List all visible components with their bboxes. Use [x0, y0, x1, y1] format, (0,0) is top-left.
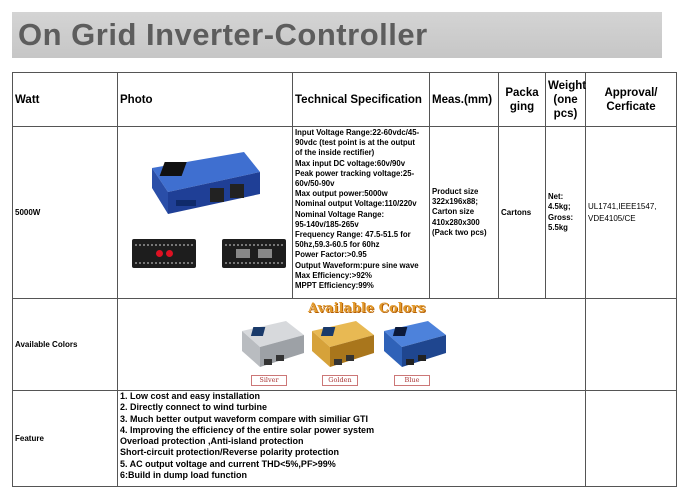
- watt-cell: 5000W: [12, 126, 118, 299]
- spec-line: MPPT Efficiency:99%: [295, 281, 374, 291]
- weight-line: 4.5kg;: [548, 202, 571, 212]
- feature-item: 3. Much better output waveform compare w…: [120, 413, 369, 424]
- silver-inverter-icon: [242, 321, 304, 367]
- swatch-silver: Silver: [251, 375, 287, 386]
- meas-cell: Product size 322x196x88; Carton size 410…: [429, 126, 499, 299]
- header-weight: Weight (one pcs): [545, 72, 587, 127]
- weight-line: 5.5kg: [548, 222, 568, 232]
- spec-line: 95-140v/185-265v: [295, 219, 359, 229]
- terminal-red-icon: [156, 250, 163, 257]
- header-photo: Photo: [117, 72, 293, 127]
- header-packaging-line: ging: [509, 100, 535, 113]
- spec-line: Frequency Range: 47.5-51.5 for: [295, 230, 411, 240]
- header-approval-line: Approval/: [604, 86, 658, 99]
- colors-image: Available Colors: [117, 298, 586, 391]
- product-row: 5000W Input Voltage Range:22-60vdc/45-: [12, 126, 677, 299]
- approval-line: VDE4105/CE: [588, 213, 636, 223]
- feature-row: Feature 1. Low cost and easy installatio…: [12, 390, 677, 487]
- header-approval: Approval/ Cerficate: [585, 72, 677, 127]
- feature-item: 6:Build in dump load function: [120, 470, 247, 481]
- feature-item: 2. Directly connect to wind turbine: [120, 402, 268, 413]
- spec-line: Output Waveform:pure sine wave: [295, 260, 419, 270]
- spec-table: Watt Photo Technical Specification Meas.…: [12, 72, 677, 487]
- meas-line: Product size: [432, 186, 479, 196]
- header-weight-line: Weight: [548, 79, 587, 92]
- header-row: Watt Photo Technical Specification Meas.…: [12, 72, 677, 127]
- blue-inverter-icon: [384, 321, 446, 367]
- header-watt: Watt: [12, 72, 118, 127]
- spec-line: Nominal output Voltage:110/220v: [295, 199, 417, 209]
- spec-line: 90vdc (test point is at the output: [295, 138, 415, 148]
- spec-line: Input Voltage Range:22-60vdc/45-: [295, 128, 420, 137]
- terminal-block-icon: [236, 249, 250, 258]
- spec-line: Max input DC voltage:60v/90v: [295, 158, 406, 168]
- title-banner: On Grid Inverter-Controller: [12, 12, 662, 58]
- meas-line: Carton size: [432, 207, 475, 217]
- spec-line: 60v/50-90v: [295, 179, 335, 189]
- header-weight-line: pcs): [553, 107, 578, 120]
- feature-item: 1. Low cost and easy installation: [120, 391, 261, 401]
- inverter-photo-icon: [152, 152, 260, 214]
- meas-line: 410x280x300: [432, 217, 480, 227]
- inverter-bottom-view-right: [222, 239, 286, 268]
- feature-item: 5. AC output voltage and current THD<5%,…: [120, 458, 336, 469]
- colors-label: Available Colors: [12, 298, 118, 391]
- spec-line: Nominal Voltage Range:: [295, 209, 385, 219]
- spec-line: Max Efficiency:>92%: [295, 270, 372, 280]
- spec-line: Max output power:5000w: [295, 189, 388, 199]
- weight-line: Net:: [548, 192, 564, 202]
- page-title: On Grid Inverter-Controller: [18, 17, 428, 52]
- meas-line: (Pack two pcs): [432, 227, 487, 237]
- swatch-blue: Blue: [394, 375, 430, 386]
- feature-list: 1. Low cost and easy installation 2. Dir…: [117, 390, 586, 487]
- feature-label: Feature: [12, 390, 118, 487]
- weight-line: Gross:: [548, 212, 574, 222]
- terminal-block-icon: [258, 249, 272, 258]
- header-approval-line: Cerficate: [606, 100, 656, 113]
- tech-spec-cell: Input Voltage Range:22-60vdc/45- 90vdc (…: [292, 126, 430, 299]
- weight-cell: Net: 4.5kg; Gross: 5.5kg: [545, 126, 586, 299]
- header-weight-line: (one: [553, 93, 578, 106]
- feature-item: Overload protection ,Anti-island protect…: [120, 436, 304, 447]
- product-photo: [117, 126, 293, 299]
- spec-line: 50hz,59.3-60.5 for 60hz: [295, 240, 380, 250]
- approval-line: UL1741,IEEE1547,: [588, 201, 657, 211]
- header-tech: Technical Specification: [292, 72, 430, 127]
- golden-inverter-icon: [312, 321, 374, 367]
- header-packaging: Packa ging: [498, 72, 546, 127]
- swatch-golden: Golden: [322, 375, 358, 386]
- header-packaging-line: Packa: [505, 86, 539, 99]
- feature-empty-cell: [585, 390, 677, 487]
- available-colors-title: Available Colors: [308, 301, 426, 316]
- spec-line: Peak power tracking voltage:25-: [295, 168, 415, 178]
- inverter-bottom-view-left: [132, 239, 196, 268]
- colors-empty-cell: [585, 298, 677, 391]
- feature-item: Short-circuit protection/Reverse polarit…: [120, 447, 340, 458]
- spec-line: of the inside rectifier): [295, 148, 375, 158]
- feature-item: 4. Improving the efficiency of the entir…: [120, 424, 375, 435]
- colors-row: Available Colors Available Colors: [12, 298, 677, 391]
- packaging-cell: Cartons: [498, 126, 546, 299]
- header-meas: Meas.(mm): [429, 72, 499, 127]
- meas-line: 322x196x88;: [432, 197, 478, 207]
- approval-cell: UL1741,IEEE1547, VDE4105/CE: [585, 126, 677, 299]
- terminal-red-icon: [166, 250, 173, 257]
- spec-line: Power Factor:>0.95: [295, 250, 367, 260]
